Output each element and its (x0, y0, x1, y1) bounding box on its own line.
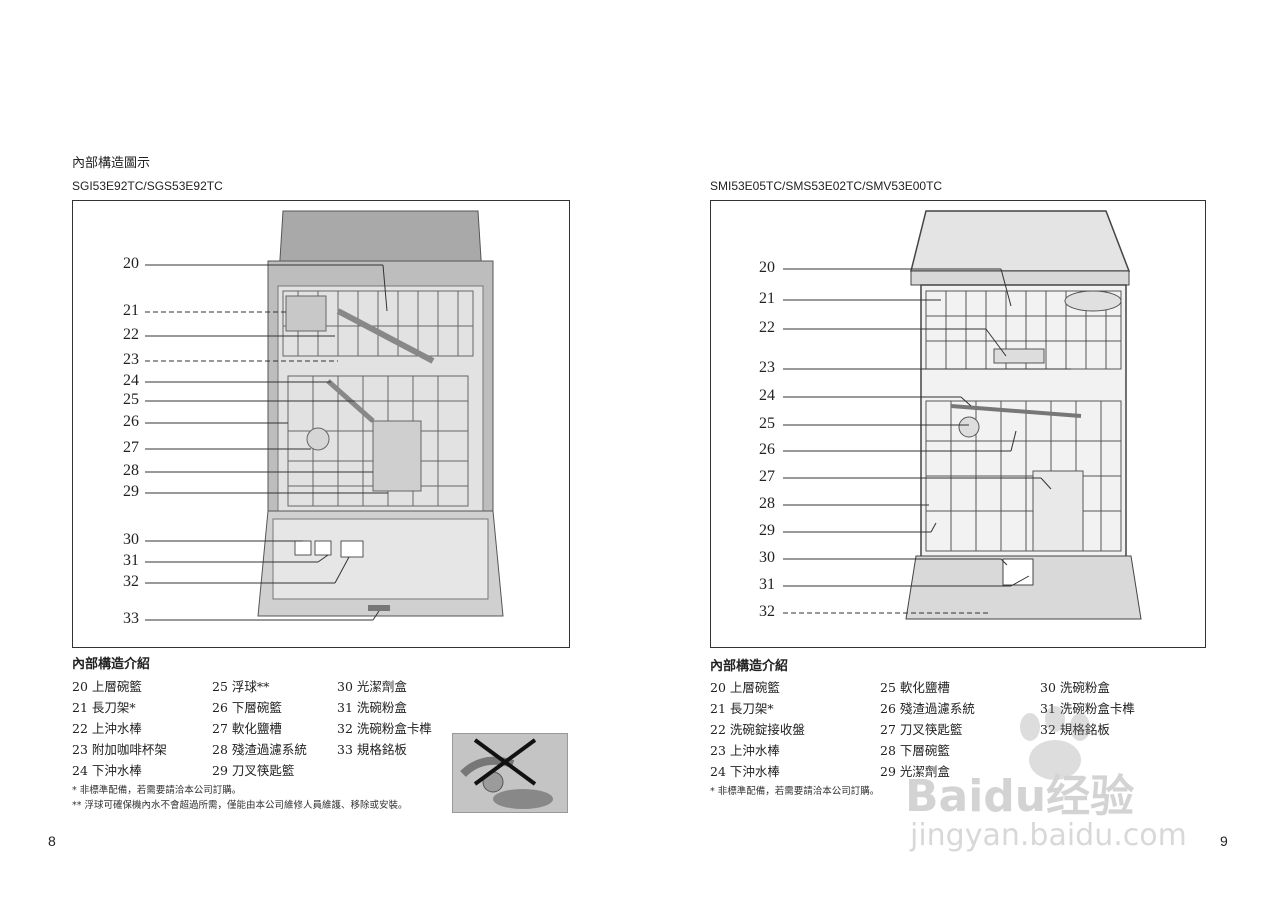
callout-31: 31 (123, 552, 139, 569)
legend-item: 20 上層碗籃 (710, 680, 780, 695)
callout-25: 25 (759, 415, 775, 432)
legend-title-left: 內部構造介紹 (72, 657, 151, 672)
legend-item: 32 洗碗粉盒卡榫 (337, 721, 432, 736)
footnote-1-right: * 非標準配備，若需要請洽本公司訂購。 (710, 786, 880, 797)
callout-32: 32 (759, 603, 775, 620)
diagram-frame-left: 20 21 22 23 24 25 26 27 28 29 30 31 32 3… (72, 200, 570, 648)
callout-22: 22 (123, 326, 139, 343)
dishwasher-illustration-right (783, 210, 1142, 620)
callout-27: 27 (759, 468, 775, 485)
legend-item: 25 浮球** (212, 679, 270, 694)
callout-26: 26 (123, 413, 139, 430)
float-photo (452, 733, 568, 813)
model-number-left: SGI53E92TC/SGS53E92TC (72, 179, 223, 193)
legend-item: 27 刀叉筷匙籃 (880, 722, 963, 737)
callout-30: 30 (759, 549, 775, 566)
legend-item: 31 洗碗粉盒 (337, 700, 407, 715)
page-number-right: 9 (1220, 833, 1228, 849)
legend-item: 29 光潔劑盒 (880, 764, 950, 779)
legend-item: 28 下層碗籃 (880, 743, 950, 758)
callout-24: 24 (123, 372, 139, 389)
legend-item: 22 上沖水棒 (72, 721, 142, 736)
callout-27: 27 (123, 439, 139, 456)
page-number-left: 8 (48, 833, 56, 849)
legend-title-right: 內部構造介紹 (710, 659, 789, 674)
callout-21: 21 (123, 302, 139, 319)
legend-item: 25 軟化鹽槽 (880, 680, 950, 695)
callout-20: 20 (759, 259, 775, 276)
legend-item: 30 光潔劑盒 (337, 679, 407, 694)
legend-item: 32 規格銘板 (1040, 722, 1110, 737)
callout-20: 20 (123, 255, 139, 272)
diagram-frame-right: 20 21 22 23 24 25 26 27 28 29 30 31 32 (710, 200, 1206, 648)
callout-25: 25 (123, 391, 139, 408)
callout-23: 23 (123, 351, 139, 368)
legend-item: 23 上沖水棒 (710, 743, 780, 758)
callout-29: 29 (759, 522, 775, 539)
callout-26: 26 (759, 441, 775, 458)
legend-item: 24 下沖水棒 (710, 764, 780, 779)
callout-29: 29 (123, 483, 139, 500)
callout-28: 28 (759, 495, 775, 512)
callout-24: 24 (759, 387, 775, 404)
callout-33: 33 (123, 610, 139, 627)
legend-item: 22 洗碗錠接收盤 (710, 722, 805, 737)
dishwasher-illustration-left (145, 210, 504, 621)
legend-item: 31 洗碗粉盒卡榫 (1040, 701, 1135, 716)
footnote-1-left: * 非標準配備，若需要請洽本公司訂購。 (72, 785, 242, 796)
legend-item: 27 軟化鹽槽 (212, 721, 282, 736)
callout-31: 31 (759, 576, 775, 593)
model-number-right: SMI53E05TC/SMS53E02TC/SMV53E00TC (710, 179, 943, 193)
callout-32: 32 (123, 573, 139, 590)
legend-item: 28 殘渣過濾系統 (212, 742, 307, 757)
legend-item: 29 刀叉筷匙籃 (212, 763, 295, 778)
legend-item: 30 洗碗粉盒 (1040, 680, 1110, 695)
legend-item: 23 附加咖啡杯架 (72, 742, 167, 757)
callout-21: 21 (759, 290, 775, 307)
callout-30: 30 (123, 531, 139, 548)
legend-item: 20 上層碗籃 (72, 679, 142, 694)
legend-item: 26 殘渣過濾系統 (880, 701, 975, 716)
legend-item: 21 長刀架* (710, 701, 774, 716)
legend-item: 24 下沖水棒 (72, 763, 142, 778)
watermark-url: jingyan.baidu.com (910, 818, 1187, 853)
section-title: 內部構造圖示 (72, 156, 151, 171)
legend-item: 33 規格銘板 (337, 742, 407, 757)
callout-23: 23 (759, 359, 775, 376)
footnote-2-left: ** 浮球可確保機內水不會超過所需，僅能由本公司維修人員維護、移除或安裝。 (72, 800, 408, 811)
callout-28: 28 (123, 462, 139, 479)
legend-item: 26 下層碗籃 (212, 700, 282, 715)
legend-item: 21 長刀架* (72, 700, 136, 715)
callout-22: 22 (759, 319, 775, 336)
